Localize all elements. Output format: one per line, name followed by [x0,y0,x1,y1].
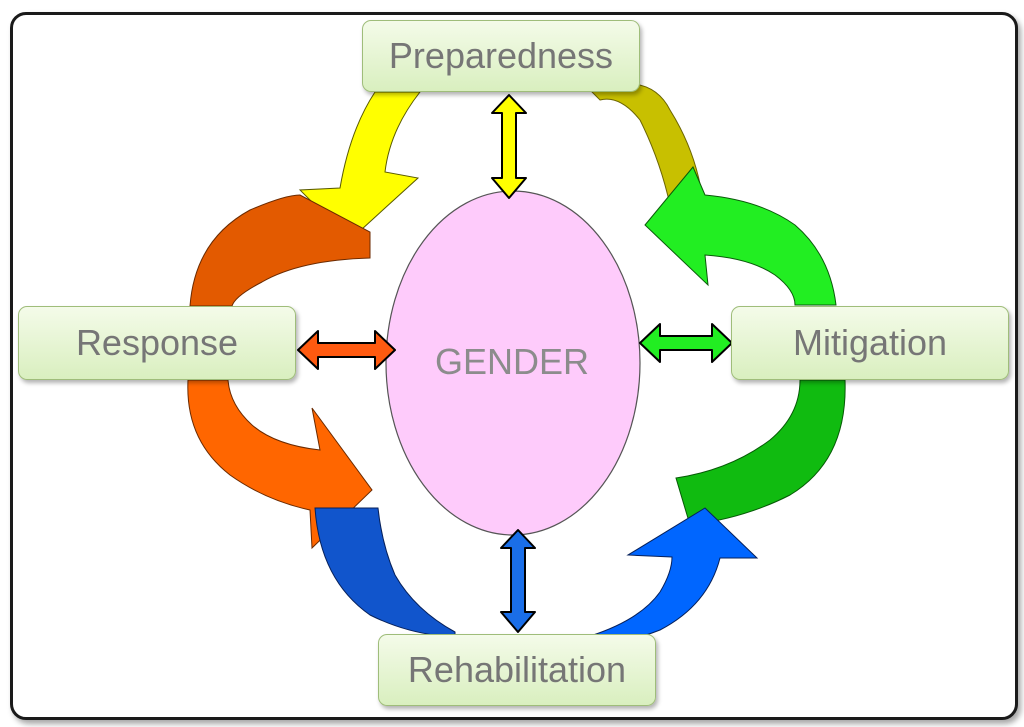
double-arrow-right [639,323,733,363]
arc-dark-green [675,379,846,526]
double-arrow-bottom [500,529,536,633]
double-arrow-left [297,330,396,370]
center-label: GENDER [434,341,590,382]
stage-box-mitigation: Mitigation [731,306,1009,380]
stage-box-rehabilitation: Rehabilitation [378,634,656,706]
double-arrow-top [491,94,527,199]
stage-box-response: Response [18,306,296,380]
arrow-yellow [298,91,422,241]
arrow-blue [588,507,759,644]
stage-box-preparedness: Preparedness [362,20,640,92]
arrow-light-green [644,166,837,306]
arc-dark-orange [189,194,371,307]
arrow-orange [187,379,373,550]
arc-dark-blue [314,507,456,638]
